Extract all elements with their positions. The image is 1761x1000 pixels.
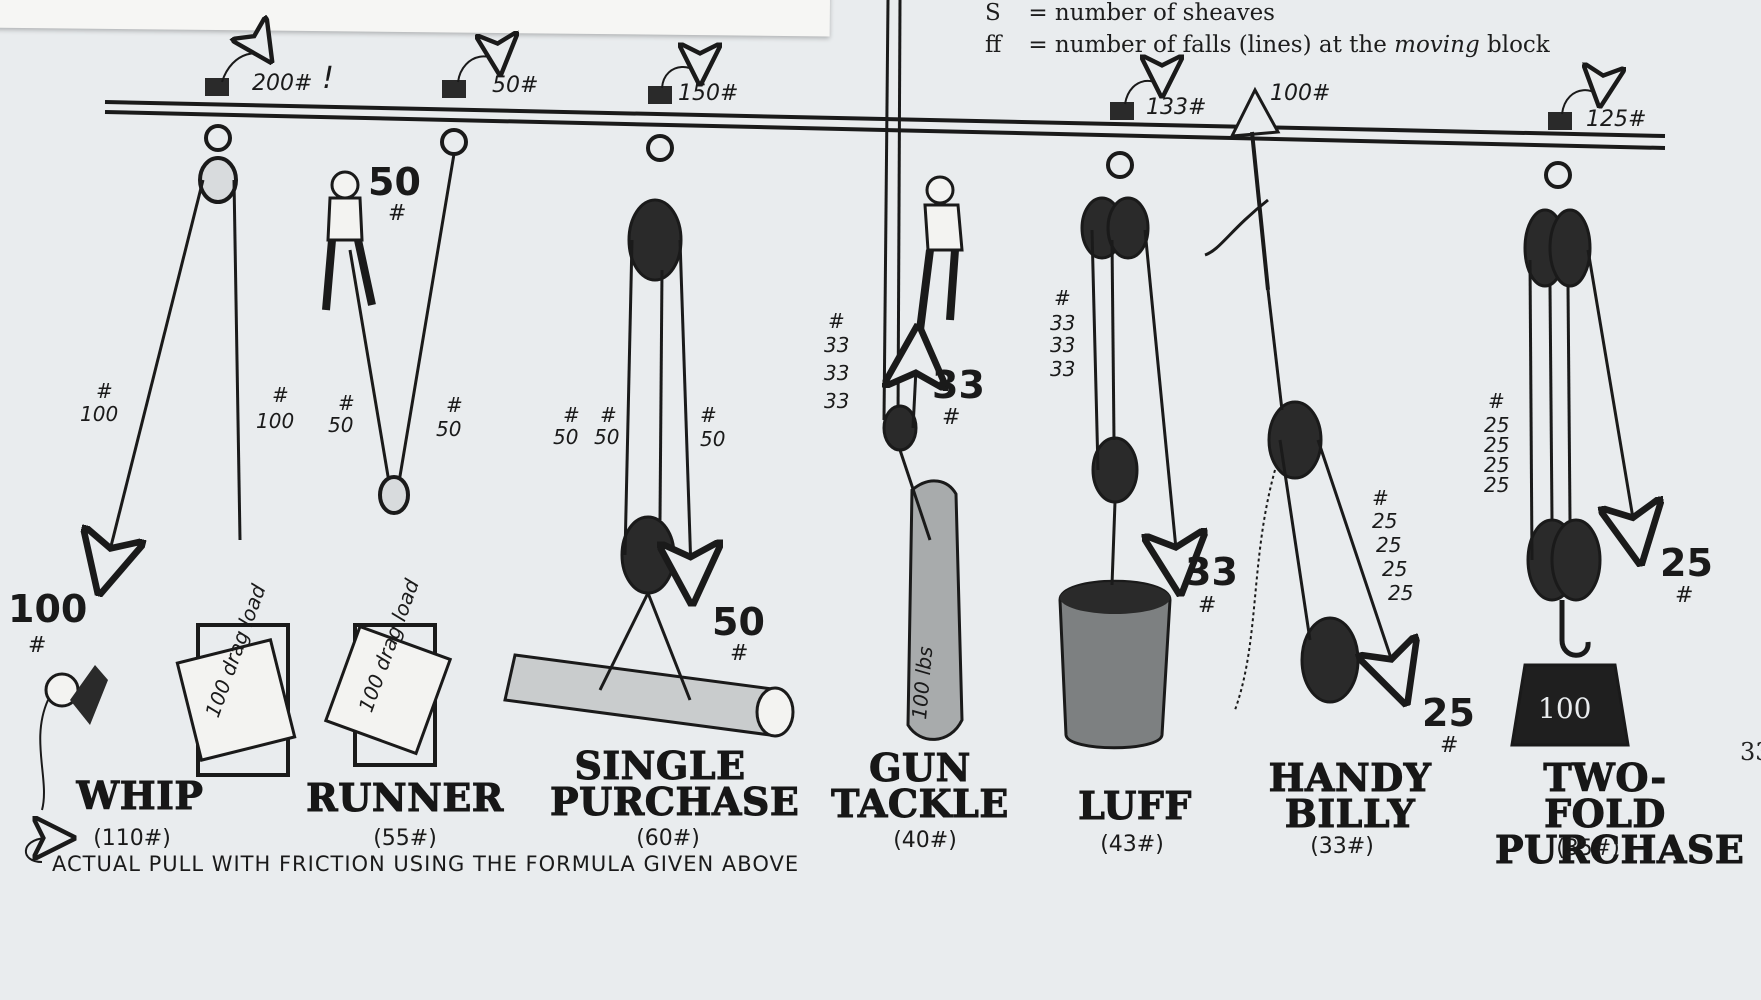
luff-line-load-2: 33 xyxy=(1050,333,1075,357)
handy-anchor-load: 100# xyxy=(1270,81,1330,106)
whip-rig: 200# ! # 100 # 100 100 drag load 100 # xyxy=(8,53,334,810)
hash-symbol: # xyxy=(730,641,748,666)
anchor-weight-icon xyxy=(442,80,466,98)
hash-symbol: # xyxy=(388,201,406,226)
whip-line-load-1: 100 xyxy=(80,402,118,426)
gun-tackle-actual-pull: (40#) xyxy=(885,828,965,853)
single-anchor-load: 150# xyxy=(678,81,738,106)
twofold-load-label: 100 xyxy=(1538,692,1591,725)
gun-effort: 33 xyxy=(932,363,985,407)
handy-line-load-1: 25 xyxy=(1372,509,1397,533)
hash-symbol: # xyxy=(828,309,845,333)
luff-title: LUFF xyxy=(1075,788,1195,824)
handy-line-load-4: 25 xyxy=(1388,581,1413,605)
gun-tackle-title: GUN TACKLE xyxy=(830,750,1010,822)
hash-symbol: # xyxy=(1440,733,1458,758)
gun-tackle-rig: # 33 33 33 33 # 100 lbs xyxy=(824,177,985,739)
whip-title: WHIP xyxy=(70,778,210,814)
hash-symbol: # xyxy=(700,403,717,427)
single-line-load-3: 50 xyxy=(700,427,725,451)
gun-line-load-3: 33 xyxy=(824,389,849,413)
hash-symbol: # xyxy=(600,403,617,427)
page-number: 33 xyxy=(1740,738,1761,766)
title-line: LUFF xyxy=(1075,788,1195,824)
single-line-load-2: 50 xyxy=(594,425,619,449)
single-purchase-actual-pull: (60#) xyxy=(628,826,708,851)
single-effort: 50 xyxy=(712,600,765,644)
twofold-anchor-load: 125# xyxy=(1586,107,1646,132)
two-fold-purchase-actual-pull: (35#) xyxy=(1548,836,1628,861)
luff-line-load-3: 33 xyxy=(1050,357,1075,381)
two-fold-purchase-rig: 125# # 25 25 25 25 25 # 100 xyxy=(1484,90,1713,745)
single-purchase-rig: 150# 50 # # 50 # 50 # 50 xyxy=(505,67,793,736)
anchor-weight-icon xyxy=(1548,112,1572,130)
hash-symbol: # xyxy=(1198,593,1216,618)
handy-billy-title: HANDY BILLY xyxy=(1260,760,1440,832)
hash-symbol: # xyxy=(1372,486,1389,510)
twofold-line-load-4: 25 xyxy=(1484,473,1509,497)
hash-symbol: # xyxy=(942,405,960,430)
whip-line-load-2: 100 xyxy=(256,409,294,433)
hash-symbol: # xyxy=(563,403,580,427)
luff-actual-pull: (43#) xyxy=(1092,832,1172,857)
title-line: WHIP xyxy=(70,778,210,814)
title-line: BILLY xyxy=(1260,796,1440,832)
hash-symbol: # xyxy=(446,393,463,417)
title-line: PURCHASE xyxy=(550,784,770,820)
runner-line-load-1: 50 xyxy=(328,413,353,437)
luff-rig: 133# # 33 33 33 33 # xyxy=(1050,81,1238,748)
hash-symbol: # xyxy=(28,633,46,658)
gun-line-load-2: 33 xyxy=(824,361,849,385)
runner-rig: 50# 50 # # 50 # 50 100 drag load xyxy=(326,56,539,765)
luff-anchor-load: 133# xyxy=(1146,95,1206,120)
friction-note: ACTUAL PULL WITH FRICTION USING THE FORM… xyxy=(52,852,799,876)
hash-symbol: # xyxy=(1488,389,1505,413)
whip-anchor-mark: ! xyxy=(322,61,334,96)
title-line: TWO-FOLD xyxy=(1495,760,1715,832)
hash-symbol: # xyxy=(338,391,355,415)
title-line: TACKLE xyxy=(830,786,1010,822)
handy-effort: 25 xyxy=(1422,691,1475,735)
title-line: RUNNER xyxy=(305,780,505,816)
twofold-effort: 25 xyxy=(1660,541,1713,585)
whip-anchor-load: 200# xyxy=(252,71,312,96)
anchor-weight-icon xyxy=(648,86,672,104)
handy-billy-actual-pull: (33#) xyxy=(1302,834,1382,859)
runner-line-load-2: 50 xyxy=(436,417,461,441)
gun-line-load-1: 33 xyxy=(824,333,849,357)
gun-tackle-hauling-line xyxy=(884,0,900,420)
luff-line-load-1: 33 xyxy=(1050,311,1075,335)
overhead-beam xyxy=(105,102,1665,148)
hash-symbol: # xyxy=(1054,286,1071,310)
single-line-load-1: 50 xyxy=(553,425,578,449)
runner-title: RUNNER xyxy=(305,780,505,816)
handy-billy-rig: 100# # 25 25 25 25 25 # xyxy=(1205,81,1475,758)
runner-anchor-load: 50# xyxy=(492,73,538,98)
single-purchase-title: SINGLE PURCHASE xyxy=(550,748,770,820)
handy-line-load-3: 25 xyxy=(1382,557,1407,581)
runner-actual-pull: (55#) xyxy=(365,826,445,851)
hash-symbol: # xyxy=(1675,583,1693,608)
luff-effort: 33 xyxy=(1185,550,1238,594)
hash-symbol: # xyxy=(96,379,113,403)
runner-effort: 50 xyxy=(368,160,421,204)
hash-symbol: # xyxy=(272,383,289,407)
anchor-weight-icon xyxy=(205,78,229,96)
whip-actual-pull: (110#) xyxy=(92,826,172,851)
whip-effort: 100 xyxy=(8,587,87,631)
anchor-weight-icon xyxy=(1110,102,1134,120)
handy-line-load-2: 25 xyxy=(1376,533,1401,557)
